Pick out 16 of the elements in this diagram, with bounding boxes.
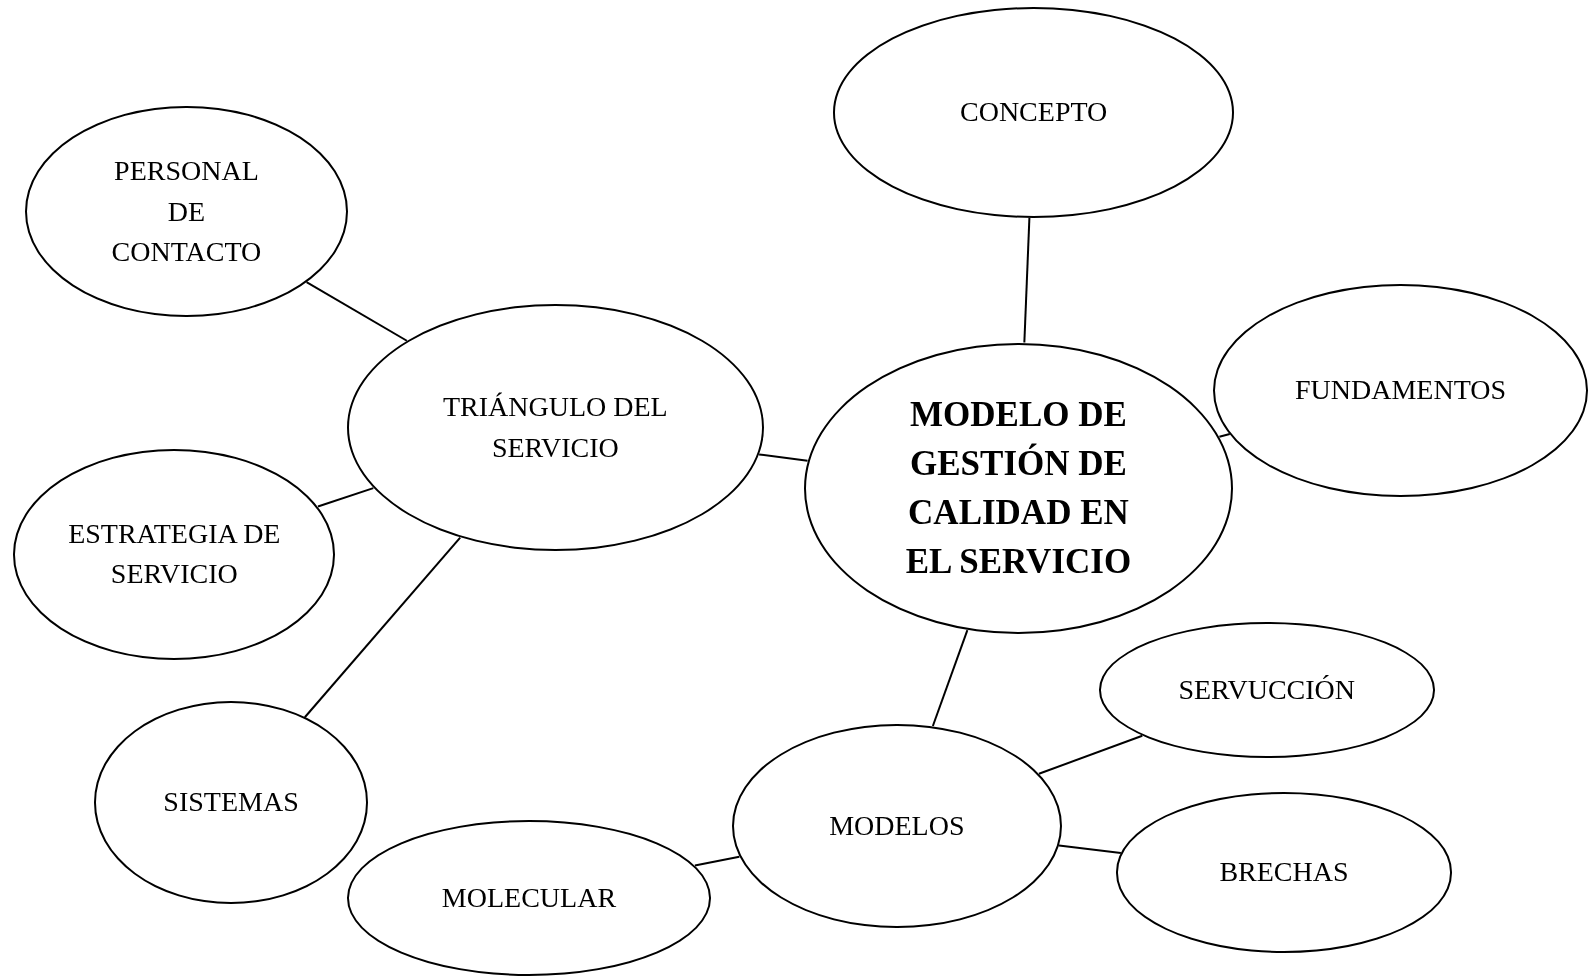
node-text: MODELOS [829,808,965,843]
node-text: SISTEMAS [163,785,299,820]
node-text: TRIÁNGULO DEL SERVICIO [441,390,669,465]
connector-line [316,487,375,508]
node-text: MODELO DE GESTIÓN DE CALIDAD EN EL SERVICIO [904,394,1133,584]
node-text: MOLECULAR [441,880,617,915]
node-text: PERSONAL DE CONTACTO [110,153,263,270]
connector-line [305,281,408,342]
connector-line [1023,216,1031,344]
node-text: BRECHAS [1219,855,1349,890]
node-text: SERVUCCIÓN [1178,672,1356,707]
node-text: ESTRATEGIA DE SERVICIO [67,516,282,592]
connector-line [303,536,462,719]
node-text: FUNDAMENTOS [1294,372,1507,407]
node-text: CONCEPTO [960,95,1108,130]
connector-line [1037,734,1144,775]
